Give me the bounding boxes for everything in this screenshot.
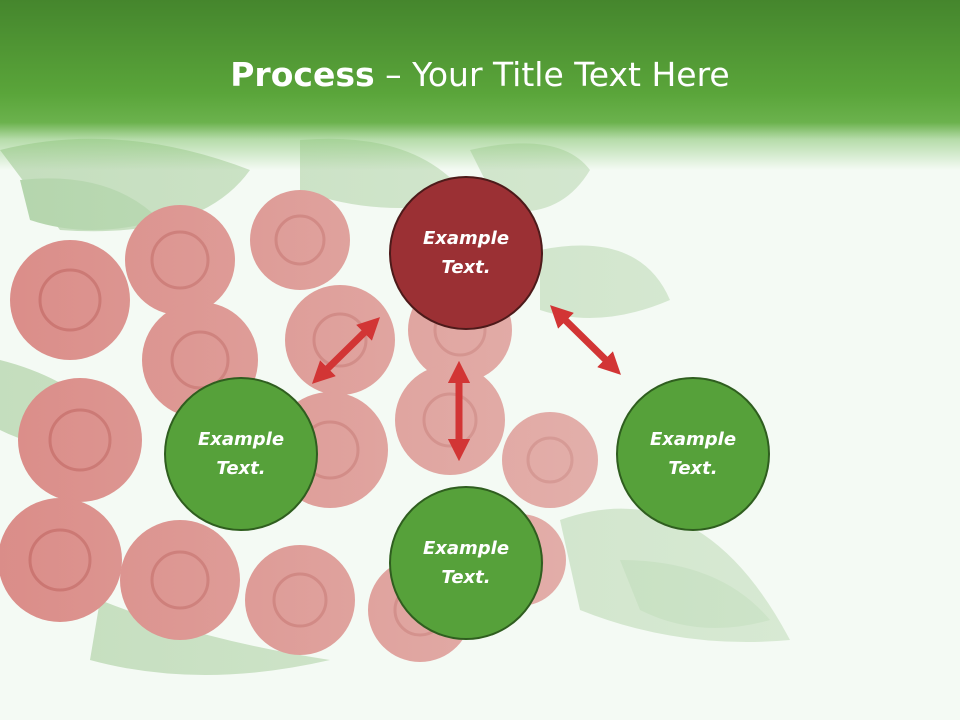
double-arrow-icon xyxy=(550,305,621,375)
node-text-line2: Text. xyxy=(216,458,266,479)
slide-title: Process – Your Title Text Here xyxy=(0,52,960,98)
process-node-left: Example Text. xyxy=(164,377,318,531)
double-arrow-icon xyxy=(312,317,380,384)
node-text-line1: Example xyxy=(197,429,285,450)
title-bold: Process xyxy=(230,55,375,94)
title-rest: – Your Title Text Here xyxy=(374,55,730,94)
node-text-line1: Example xyxy=(422,538,510,559)
process-node-top: Example Text. xyxy=(389,176,543,330)
node-text-line2: Text. xyxy=(441,567,491,588)
header-band xyxy=(0,0,960,170)
process-node-right: Example Text. xyxy=(616,377,770,531)
node-text-line2: Text. xyxy=(668,458,718,479)
node-text-line1: Example xyxy=(422,228,510,249)
process-node-bottom: Example Text. xyxy=(389,486,543,640)
node-text-line2: Text. xyxy=(441,257,491,278)
node-text-line1: Example xyxy=(649,429,737,450)
